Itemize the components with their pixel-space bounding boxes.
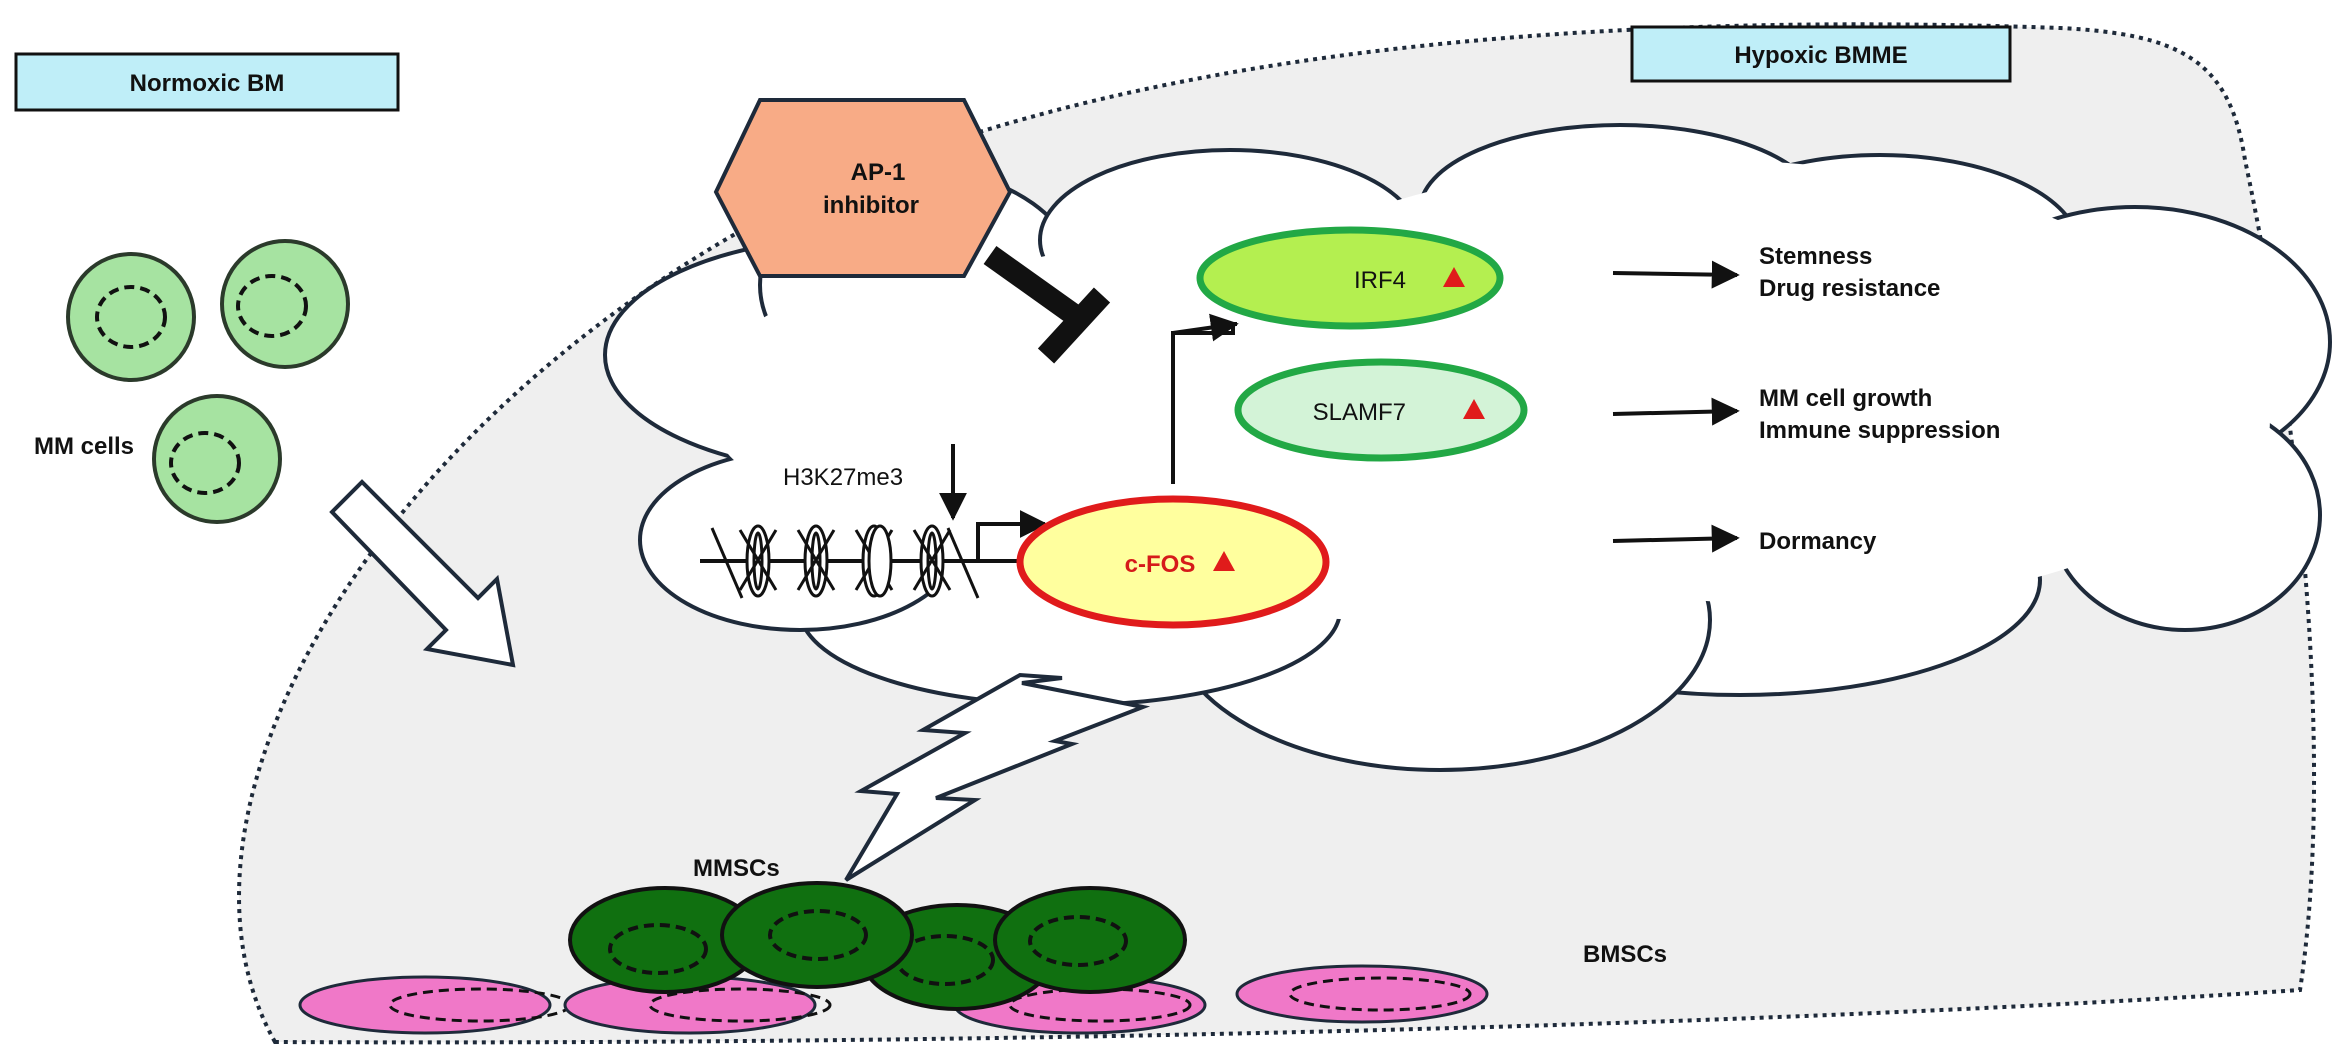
mm-cell <box>220 239 350 369</box>
hypoxic-bmme-label: Hypoxic BMME <box>1734 42 1907 69</box>
slamf7-node: SLAMF7 <box>1234 358 1528 462</box>
mmsc-cell <box>993 886 1187 994</box>
mmsc-cell <box>720 881 914 989</box>
c-fos-output-arrow <box>1612 524 1740 553</box>
ap1-inhibitor-hexagon: AP-1 inhibitor <box>713 98 1013 278</box>
h3k27me3-label: H3K27me3 <box>783 464 903 491</box>
hypoxic-bmme-label-box: Hypoxic BMME <box>1630 25 2012 83</box>
stemness-label: Stemness <box>1759 243 1872 270</box>
mm-cell <box>66 252 196 382</box>
transcription-start-arrow <box>976 510 1048 561</box>
ap1-label-line2: inhibitor <box>823 192 919 219</box>
irf4-output-arrow <box>1612 260 1740 289</box>
up-triangle-icon <box>1213 551 1235 571</box>
dormancy-label: Dormancy <box>1759 528 1877 555</box>
inhibition-bar-icon <box>983 246 1111 364</box>
c-fos-label: c-FOS <box>1125 551 1196 578</box>
transition-arrow-icon <box>329 479 516 668</box>
normoxic-bm-label: Normoxic BM <box>130 70 285 97</box>
slamf7-label: SLAMF7 <box>1313 399 1406 426</box>
slamf7-output-arrow <box>1612 397 1740 426</box>
chromatin-diagonal-right <box>946 527 980 599</box>
mm-cell-growth-label: MM cell growth <box>1759 385 1932 412</box>
c-fos-node: c-FOS <box>1016 495 1330 629</box>
mmscs-label: MMSCs <box>693 855 780 882</box>
irf4-node: IRF4 <box>1196 226 1504 330</box>
bmscs-label: BMSCs <box>1583 941 1667 968</box>
up-triangle-icon <box>1443 267 1465 287</box>
lightning-bolt-icon <box>844 672 1151 882</box>
normoxic-bm-label-box: Normoxic BM <box>14 52 400 112</box>
up-triangle-icon <box>1463 399 1485 419</box>
irf4-label: IRF4 <box>1354 267 1406 294</box>
bmsc-cell <box>1235 964 1489 1024</box>
c-fos-to-irf4-arrowhead <box>1172 313 1239 342</box>
drug-resistance-label: Drug resistance <box>1759 275 1940 302</box>
ap1-label-line1: AP-1 <box>851 159 906 186</box>
chromatin-diagonal-left <box>710 527 744 599</box>
mm-cells-label: MM cells <box>34 433 134 460</box>
immune-suppression-label: Immune suppression <box>1759 417 2000 444</box>
nucleosome-icon <box>738 524 952 598</box>
mm-cell <box>152 394 282 524</box>
